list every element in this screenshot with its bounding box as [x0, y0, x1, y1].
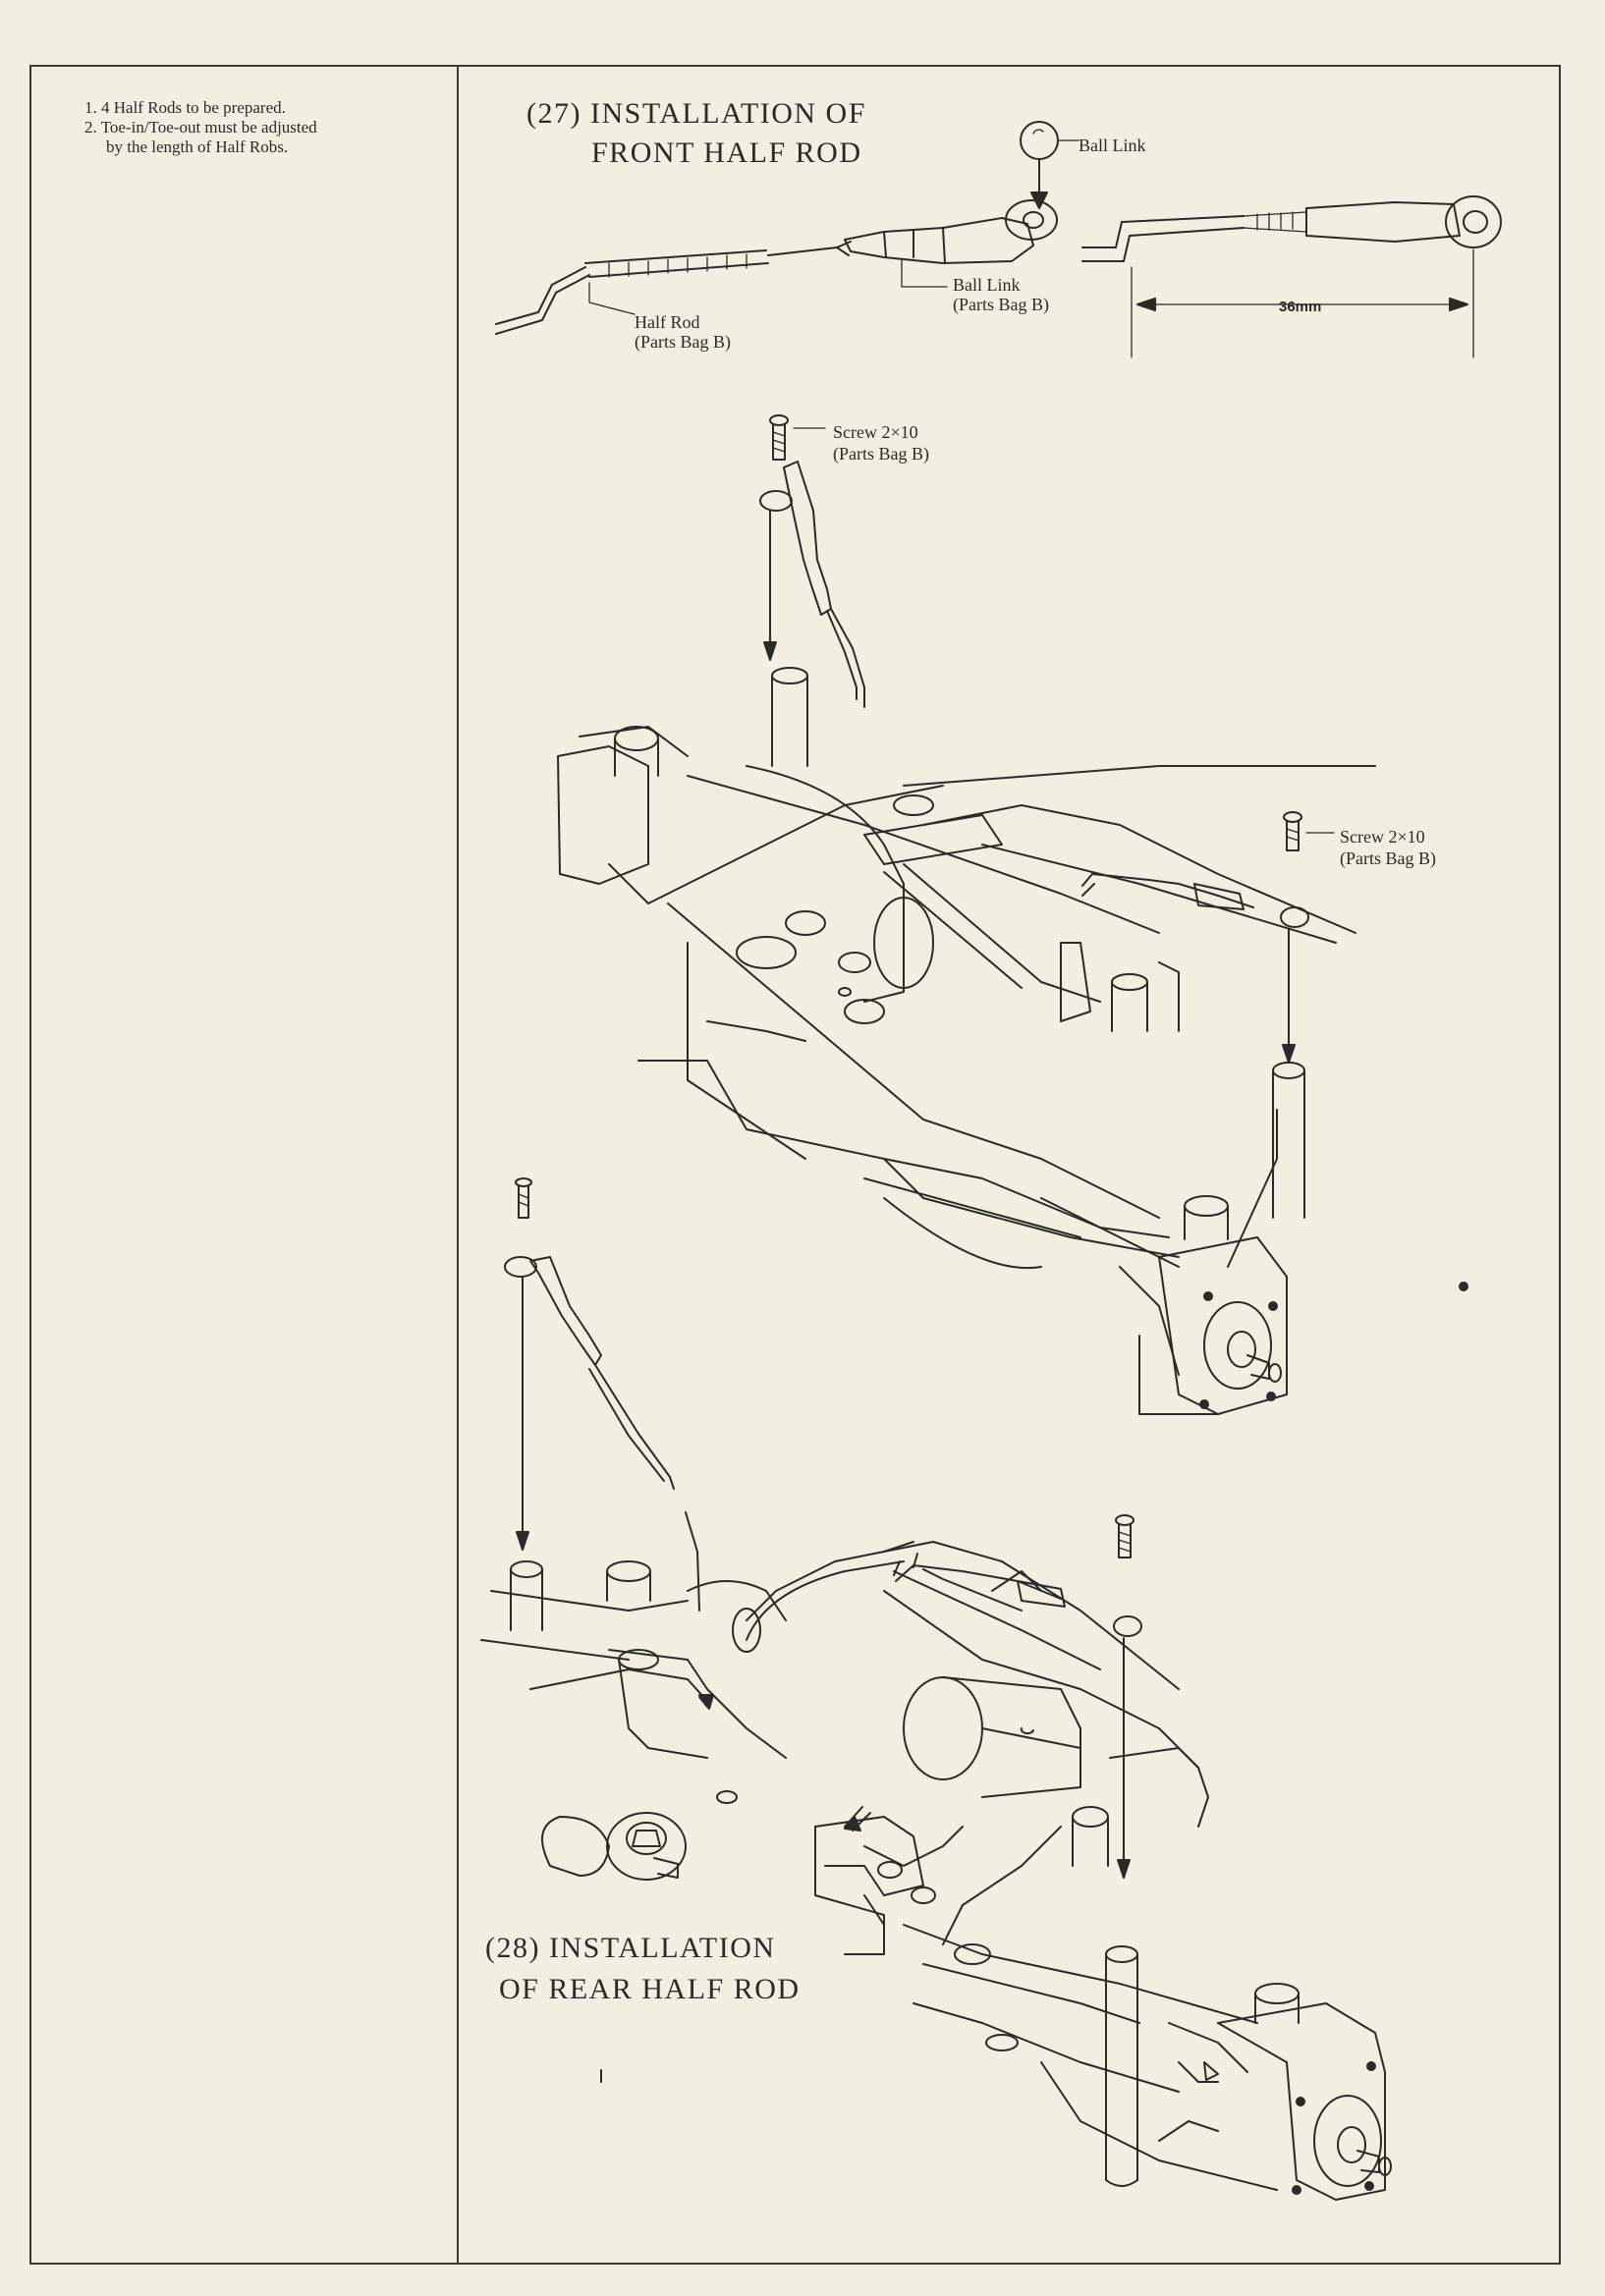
- label-half-rod-bag: (Parts Bag B): [635, 332, 731, 352]
- label-half-rod: Half Rod: [635, 312, 700, 332]
- rear-assembly: [480, 1541, 1392, 2201]
- page-frame: [29, 65, 1561, 2265]
- label-ball-link: Ball Link: [953, 275, 1021, 295]
- note-2: 2. Toe-in/Toe-out must be adjusted: [84, 118, 317, 137]
- step-28-title-line1: (28) INSTALLATION: [485, 1932, 776, 1964]
- screw-3: [504, 1177, 700, 1612]
- dimension-label: 36mm: [1279, 299, 1322, 315]
- column-divider: [457, 65, 459, 2265]
- step-27-title-line1: (27) INSTALLATION OF: [526, 97, 866, 130]
- label-ball-link-bag: (Parts Bag B): [953, 295, 1049, 314]
- label-ball-link-top: Ball Link: [1079, 136, 1146, 155]
- half-rod-dimension: [1081, 195, 1502, 358]
- notes-list: 1. 4 Half Rods to be prepared. 2. Toe-in…: [84, 98, 317, 157]
- screw-4: [895, 1514, 1142, 2187]
- note-1: 1. 4 Half Rods to be prepared.: [84, 98, 286, 117]
- half-rod-detail: [495, 121, 1079, 335]
- step-28-title-line2: OF REAR HALF ROD: [499, 1973, 801, 2005]
- label-screw-2-bag: (Parts Bag B): [1340, 848, 1436, 868]
- screw-2: [1081, 811, 1335, 1219]
- step-27-title-line2: FRONT HALF ROD: [591, 137, 862, 169]
- note-2-continued: by the length of Half Robs.: [106, 137, 289, 156]
- stray-mark: [1459, 1282, 1468, 1291]
- front-assembly: [557, 667, 1376, 1415]
- screw-1: [759, 414, 865, 708]
- label-screw-2: Screw 2×10: [1340, 827, 1425, 847]
- label-screw-1-bag: (Parts Bag B): [833, 444, 929, 464]
- label-screw-1: Screw 2×10: [833, 422, 918, 442]
